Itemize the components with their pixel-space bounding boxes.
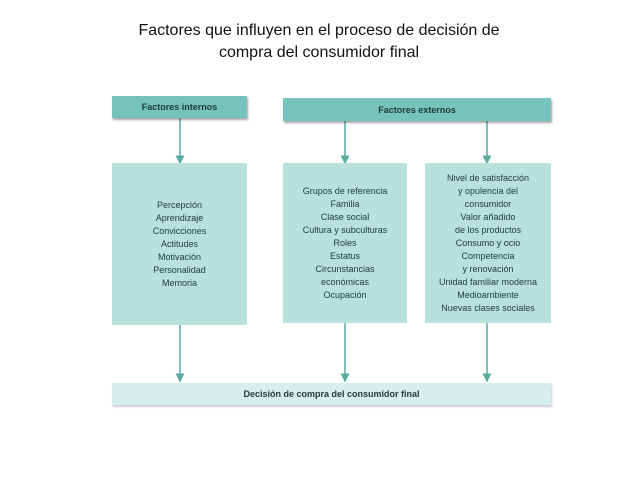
purchase-decision-label: Decisión de compra del consumidor final [243,389,420,399]
diagram-title: Factores que influyen en el proceso de d… [0,20,638,64]
factor-item: Roles [333,237,357,248]
factor-item: Personalidad [153,264,206,275]
factor-item: Nuevas clases sociales [441,302,535,313]
factor-item: Cultura y subculturas [302,224,388,235]
purchase-decision-box: Decisión de compra del consumidor final [112,383,551,405]
external-factors-box-2: Nivel de satisfacción y opulencia del co… [425,163,551,323]
factor-item: Convicciones [152,225,207,236]
internal-factors-header-label: Factores internos [141,102,218,112]
factor-item: Ocupación [323,289,367,300]
factor-item: Clase social [320,211,370,222]
factor-item: Circunstancias económicas [315,263,375,287]
external-factors-header: Factores externos [283,98,551,121]
factor-item: Estatus [329,250,360,261]
factor-item: Medioambiente [457,289,519,300]
factor-item: Grupos de referencia [302,185,388,196]
factor-item: Competencia y renovación [461,250,515,274]
factor-item: Memoria [161,277,197,288]
factor-item: Familia [330,198,360,209]
external-factors-header-label: Factores externos [378,104,456,115]
title-line-1: Factores que influyen en el proceso de d… [138,22,500,39]
factor-item: Motivación [157,251,202,262]
factor-item: Actitudes [160,238,199,249]
factor-item: Valor añadido de los productos [454,211,522,235]
factor-item: Consumo y ocio [455,237,521,248]
internal-factors-header: Factores internos [112,96,247,118]
factor-item: Nivel de satisfacción y opulencia del co… [446,172,530,209]
factor-item: Aprendizaje [155,212,204,223]
factor-item: Percepción [156,199,203,210]
factor-item: Unidad familiar moderna [438,276,538,287]
external-factors-list-2: Nivel de satisfacción y opulencia del co… [439,172,537,315]
title-line-2: compra del consumidor final [218,44,420,61]
